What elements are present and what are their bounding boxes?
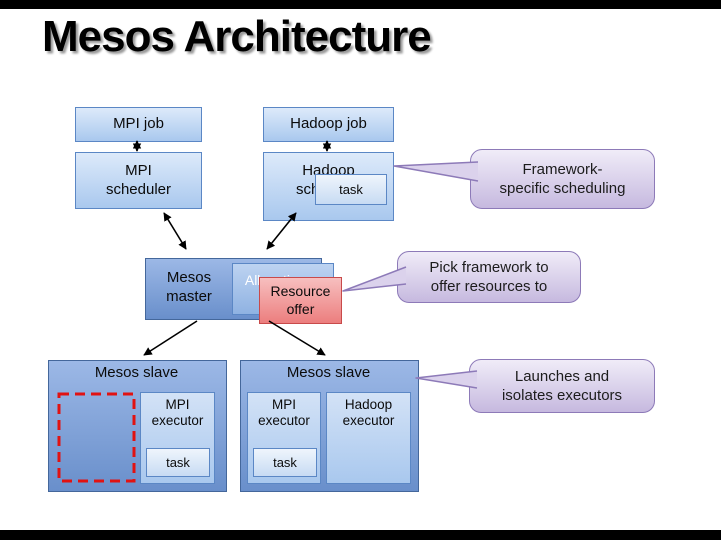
mpi-job-label: MPI job [113, 115, 164, 133]
mpi-scheduler-label: MPI scheduler [105, 162, 172, 198]
resource-offer-label: Resource offer [270, 283, 331, 317]
callout-framework-scheduling: Framework- specific scheduling [470, 149, 655, 209]
mpi-executor-2-label: MPI executor [258, 397, 310, 429]
bottom-letterbox-bar [0, 530, 721, 540]
mesos-slave-1-title: Mesos slave [94, 363, 179, 381]
callout-framework-scheduling-label: Framework- specific scheduling [499, 160, 626, 198]
scheduler-task-label: task [339, 181, 363, 197]
callout-pick-framework-label: Pick framework to offer resources to [429, 258, 549, 296]
mesos-slave-2-title: Mesos slave [286, 363, 371, 381]
task-box-slave1: task [146, 448, 210, 477]
task-box-slave2: task [253, 448, 317, 477]
hadoop-executor-label: Hadoop executor [342, 397, 395, 429]
arrow-mpischeduler-master [163, 212, 187, 250]
callout-launch-isolate: Launches and isolates executors [469, 359, 655, 413]
hadoop-executor-box: Hadoop executor [326, 392, 411, 484]
mesos-slave-2-title-area: Mesos slave [240, 361, 417, 385]
task-label-slave2: task [273, 454, 297, 470]
task-label-slave1: task [166, 454, 190, 470]
scheduler-task-box: task [315, 174, 387, 205]
resource-offer-box: Resource offer [259, 277, 342, 324]
arrow-master-slave1 [143, 320, 198, 356]
callout-launch-isolate-label: Launches and isolates executors [501, 367, 623, 405]
slide-title: Mesos Architecture [42, 12, 432, 61]
callout-pick-framework: Pick framework to offer resources to [397, 251, 581, 303]
arrow-master-slave2 [268, 320, 326, 356]
mpi-job-box: MPI job [75, 107, 202, 142]
mesos-master-label-area: Mesos master [145, 258, 233, 318]
mesos-master-label: Mesos master [166, 269, 212, 305]
mesos-slave-1-title-area: Mesos slave [48, 361, 225, 385]
callout-tail-launch [415, 370, 478, 389]
callout-tail-framework [393, 161, 479, 182]
hadoop-job-label: Hadoop job [290, 115, 367, 133]
top-letterbox-bar [0, 0, 721, 9]
mpi-scheduler-box: MPI scheduler [75, 152, 202, 209]
mpi-executor-1-label: MPI executor [151, 397, 204, 429]
hadoop-job-box: Hadoop job [263, 107, 394, 142]
